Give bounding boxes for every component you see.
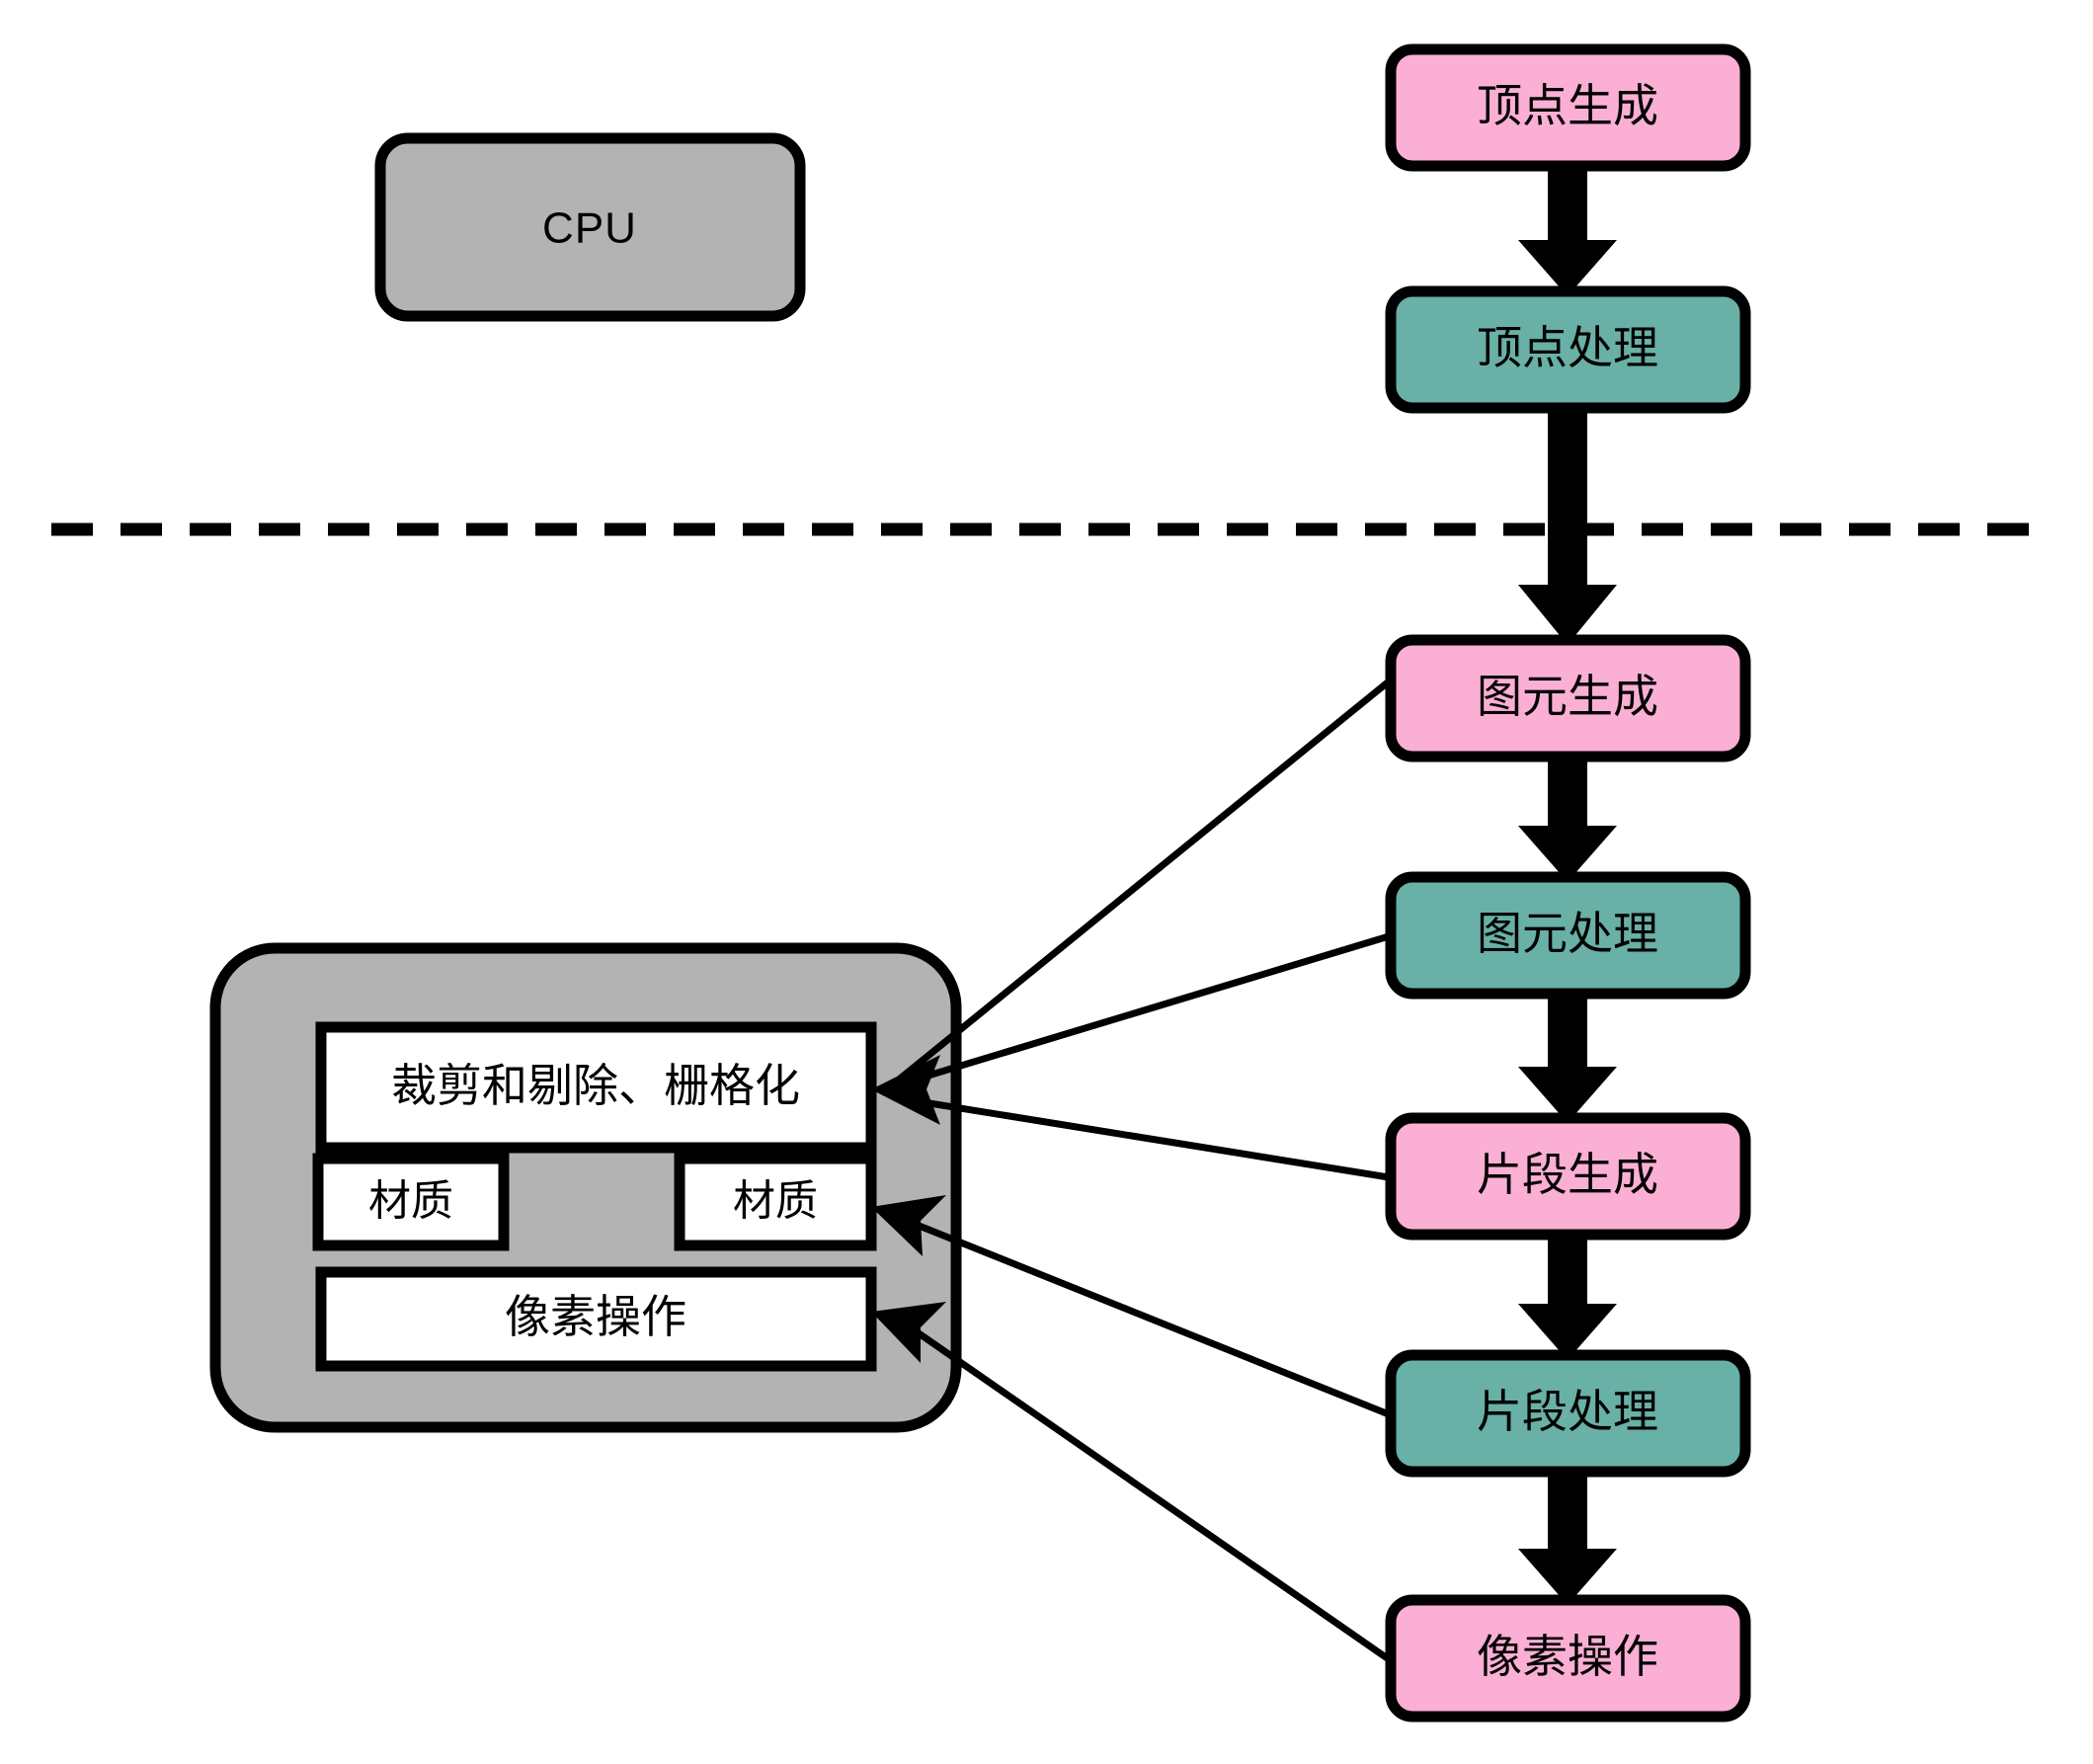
gpu-texture-right-label: 材质 — [733, 1177, 818, 1225]
stage-primitive-processing[interactable]: 图元处理 — [1385, 871, 1751, 1000]
stage-pixel-operations[interactable]: 像素操作 — [1385, 1594, 1751, 1723]
stage-vertex-generation-rect — [1385, 43, 1751, 172]
stage-fragment-generation[interactable]: 片段生成 — [1385, 1112, 1751, 1241]
mapping-link-group — [871, 679, 1392, 1662]
stage-pixel-operations-label: 像素操作 — [1477, 1631, 1658, 1682]
stage-primitive-generation-label: 图元生成 — [1477, 671, 1658, 722]
stage-vertex-processing-label: 顶点处理 — [1477, 322, 1658, 373]
stage-primitive-processing-label: 图元处理 — [1477, 908, 1658, 959]
mapping-link-pixel-ops-to-pixel-unit — [897, 1317, 1391, 1662]
gpu-pixel-ops-rect — [315, 1266, 877, 1372]
stage-primitive-generation[interactable]: 图元生成 — [1385, 634, 1751, 762]
gpu-texture-right-rect — [674, 1153, 877, 1251]
gpu-texture-left-label: 材质 — [368, 1177, 453, 1225]
stage-vertex-processing-rect — [1385, 285, 1751, 414]
mapping-link-primitive-proc-to-raster — [897, 932, 1391, 1088]
cpu-unit-rect — [374, 132, 806, 322]
stage-fragment-processing-label: 片段处理 — [1477, 1386, 1658, 1437]
stage-fragment-generation-rect — [1385, 1112, 1751, 1241]
stage-pixel-operations-rect — [1385, 1594, 1751, 1723]
gpu-raster-rect — [315, 1021, 877, 1154]
flow-arrow-primitive-gen-to-primitive-proc — [1518, 757, 1617, 882]
flow-arrow-fragment-proc-to-pixel-ops — [1518, 1472, 1617, 1605]
cpu-unit-label: CPU — [542, 204, 637, 253]
mapping-arrowhead-raster — [871, 1055, 940, 1125]
stage-primitive-generation-rect — [1385, 634, 1751, 762]
stage-fragment-generation-label: 片段生成 — [1477, 1149, 1658, 1200]
cpu-unit[interactable]: CPU — [374, 132, 806, 322]
mapping-link-primitive-gen-to-raster — [896, 679, 1392, 1082]
gpu-pixel-ops-label: 像素操作 — [505, 1291, 686, 1342]
mapping-link-fragment-gen-to-raster — [898, 1094, 1390, 1181]
mapping-link-fragment-proc-to-texture — [895, 1213, 1391, 1418]
flow-arrow-vertex-gen-to-vertex-proc — [1518, 166, 1617, 296]
stage-vertex-processing[interactable]: 顶点处理 — [1385, 285, 1751, 414]
flow-arrow-vertex-proc-to-primitive-gen — [1518, 408, 1617, 645]
mapping-arrowhead-texture-right — [871, 1195, 946, 1256]
mapping-arrowhead-pixel-ops — [871, 1302, 946, 1363]
stage-vertex-generation-label: 顶点生成 — [1477, 80, 1658, 131]
stage-fragment-processing[interactable]: 片段处理 — [1385, 1349, 1751, 1478]
gpu-texture-left-rect — [312, 1153, 510, 1251]
stage-fragment-processing-rect — [1385, 1349, 1751, 1478]
gpu-pixel-ops-block[interactable]: 像素操作 — [315, 1266, 877, 1372]
gpu-raster-label: 裁剪和剔除、栅格化 — [391, 1060, 800, 1111]
gpu-raster-block[interactable]: 裁剪和剔除、栅格化 — [315, 1021, 877, 1154]
gpu-texture-right-block[interactable]: 材质 — [674, 1153, 877, 1251]
stage-vertex-generation[interactable]: 顶点生成 — [1385, 43, 1751, 172]
stage-primitive-processing-rect — [1385, 871, 1751, 1000]
flow-arrow-fragment-gen-to-fragment-proc — [1518, 1235, 1617, 1360]
gpu-texture-left-block[interactable]: 材质 — [312, 1153, 510, 1251]
flow-arrow-group — [1518, 166, 1617, 1605]
flow-arrow-primitive-proc-to-fragment-gen — [1518, 994, 1617, 1123]
